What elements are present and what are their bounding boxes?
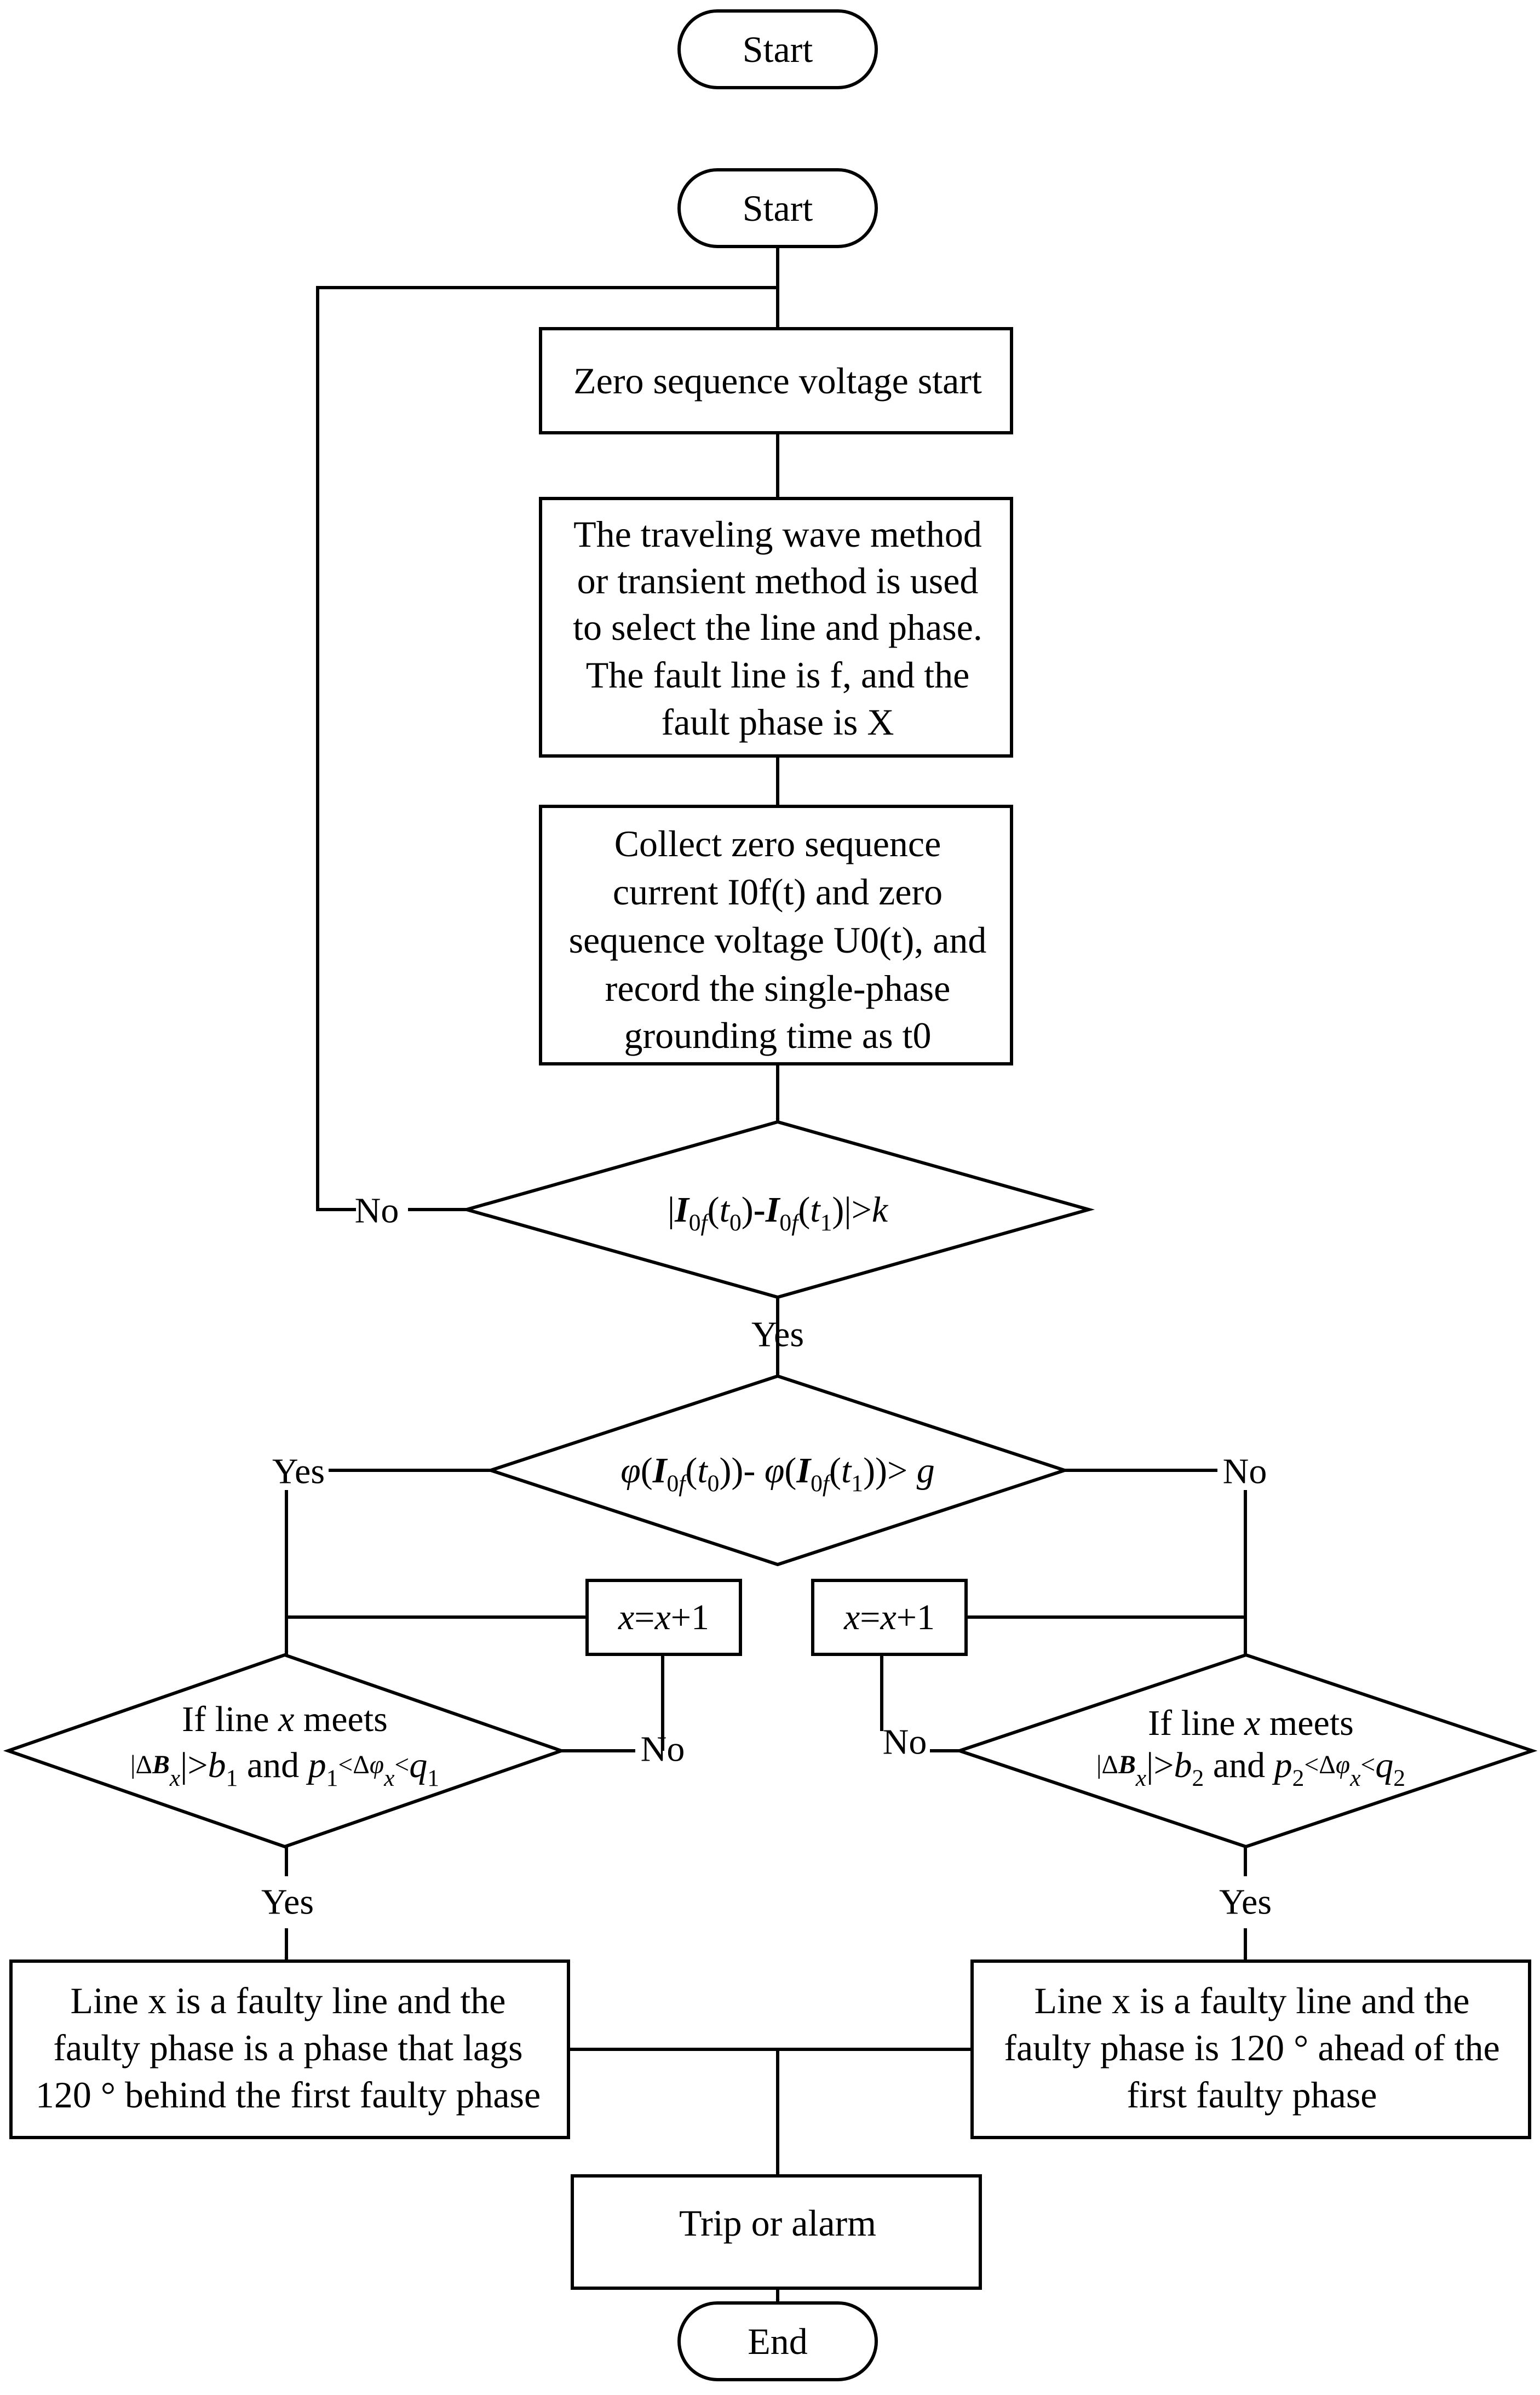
yes-label-right: Yes xyxy=(1219,1882,1272,1922)
x-increment-right-label: x=x+1 xyxy=(843,1597,935,1637)
x-increment-left-box xyxy=(585,1579,742,1656)
collect-data-label-line: record the single-phase xyxy=(605,967,951,1009)
no-label-right: No xyxy=(883,1722,927,1762)
zero-sequence-start-label: Zero sequence voltage start xyxy=(573,360,982,402)
line-phase-selection-label-line: to select the line and phase. xyxy=(573,606,982,648)
yes-label-left: Yes xyxy=(261,1882,314,1922)
magnitude-decision xyxy=(460,1120,1095,1299)
left-condition-label-2: |ΔBx|>b1 and p1<Δφx<q1 xyxy=(130,1745,439,1792)
end-terminal xyxy=(677,2301,878,2381)
trip-box xyxy=(571,2174,982,2290)
x-increment-right-box xyxy=(811,1579,968,1656)
result-left-label-line: faulty phase is a phase that lags xyxy=(53,2027,522,2069)
result-right-label-line: Line x is a faulty line and the xyxy=(1035,1980,1470,2021)
line-phase-selection-label-line: The traveling wave method xyxy=(573,513,982,555)
collect-data-label-line: sequence voltage U0(t), and xyxy=(569,919,987,961)
right-condition-decision xyxy=(954,1653,1538,1849)
collect-data-label-line: Collect zero sequence xyxy=(614,823,941,864)
start-terminal-top xyxy=(677,9,878,89)
end-label: End xyxy=(748,2320,808,2362)
right-condition-label-1: If line x meets xyxy=(1148,1703,1354,1743)
result-right-label-line: faulty phase is 120 ° ahead of the xyxy=(1004,2027,1499,2069)
trip-label: Trip or alarm xyxy=(679,2202,876,2244)
left-condition-label-1: If line x meets xyxy=(182,1699,388,1739)
yes-label-magnitude: Yes xyxy=(751,1315,804,1355)
result-left-label-line: 120 ° behind the first faulty phase xyxy=(36,2074,541,2116)
left-condition-decision xyxy=(3,1653,567,1849)
phase-decision-label: φ(I0f(t0))- φ(I0f(t1))> g xyxy=(620,1451,935,1497)
no-label-phase: No xyxy=(1223,1452,1267,1492)
shapes xyxy=(3,9,1538,2381)
line-phase-selection-label-line: fault phase is X xyxy=(662,701,894,743)
start-label-main: Start xyxy=(743,187,813,229)
zero-sequence-start-box xyxy=(539,327,1013,434)
collect-data-label-line: grounding time as t0 xyxy=(624,1015,932,1056)
start-label-top: Start xyxy=(743,28,813,70)
arrow-no-loop-back xyxy=(316,285,778,1211)
phase-decision xyxy=(485,1374,1070,1567)
yes-label-phase: Yes xyxy=(272,1452,325,1492)
line-phase-selection-box xyxy=(539,497,1013,758)
result-left-label-line: Line x is a faulty line and the xyxy=(71,1980,506,2021)
start-terminal-main xyxy=(677,168,878,248)
line-phase-selection-label-line: or transient method is used xyxy=(577,560,979,601)
connectors xyxy=(284,247,1248,2304)
no-label-left: No xyxy=(641,1729,685,1769)
result-right-box xyxy=(970,1959,1531,2139)
result-right-label-line: first faulty phase xyxy=(1127,2074,1377,2116)
right-condition-label-2: |ΔBx|>b2 and p2<Δφx<q2 xyxy=(1096,1745,1405,1792)
no-label-magnitude: No xyxy=(355,1191,399,1231)
collect-data-box xyxy=(539,805,1013,1065)
result-left-box xyxy=(9,1959,570,2139)
x-increment-left-label: x=x+1 xyxy=(618,1597,709,1637)
collect-data-label-line: current I0f(t) and zero xyxy=(613,871,943,913)
line-phase-selection-label-line: The fault line is f, and the xyxy=(586,654,970,696)
magnitude-decision-label: |I0f(t0)-I0f(t1)|>k xyxy=(668,1190,889,1236)
